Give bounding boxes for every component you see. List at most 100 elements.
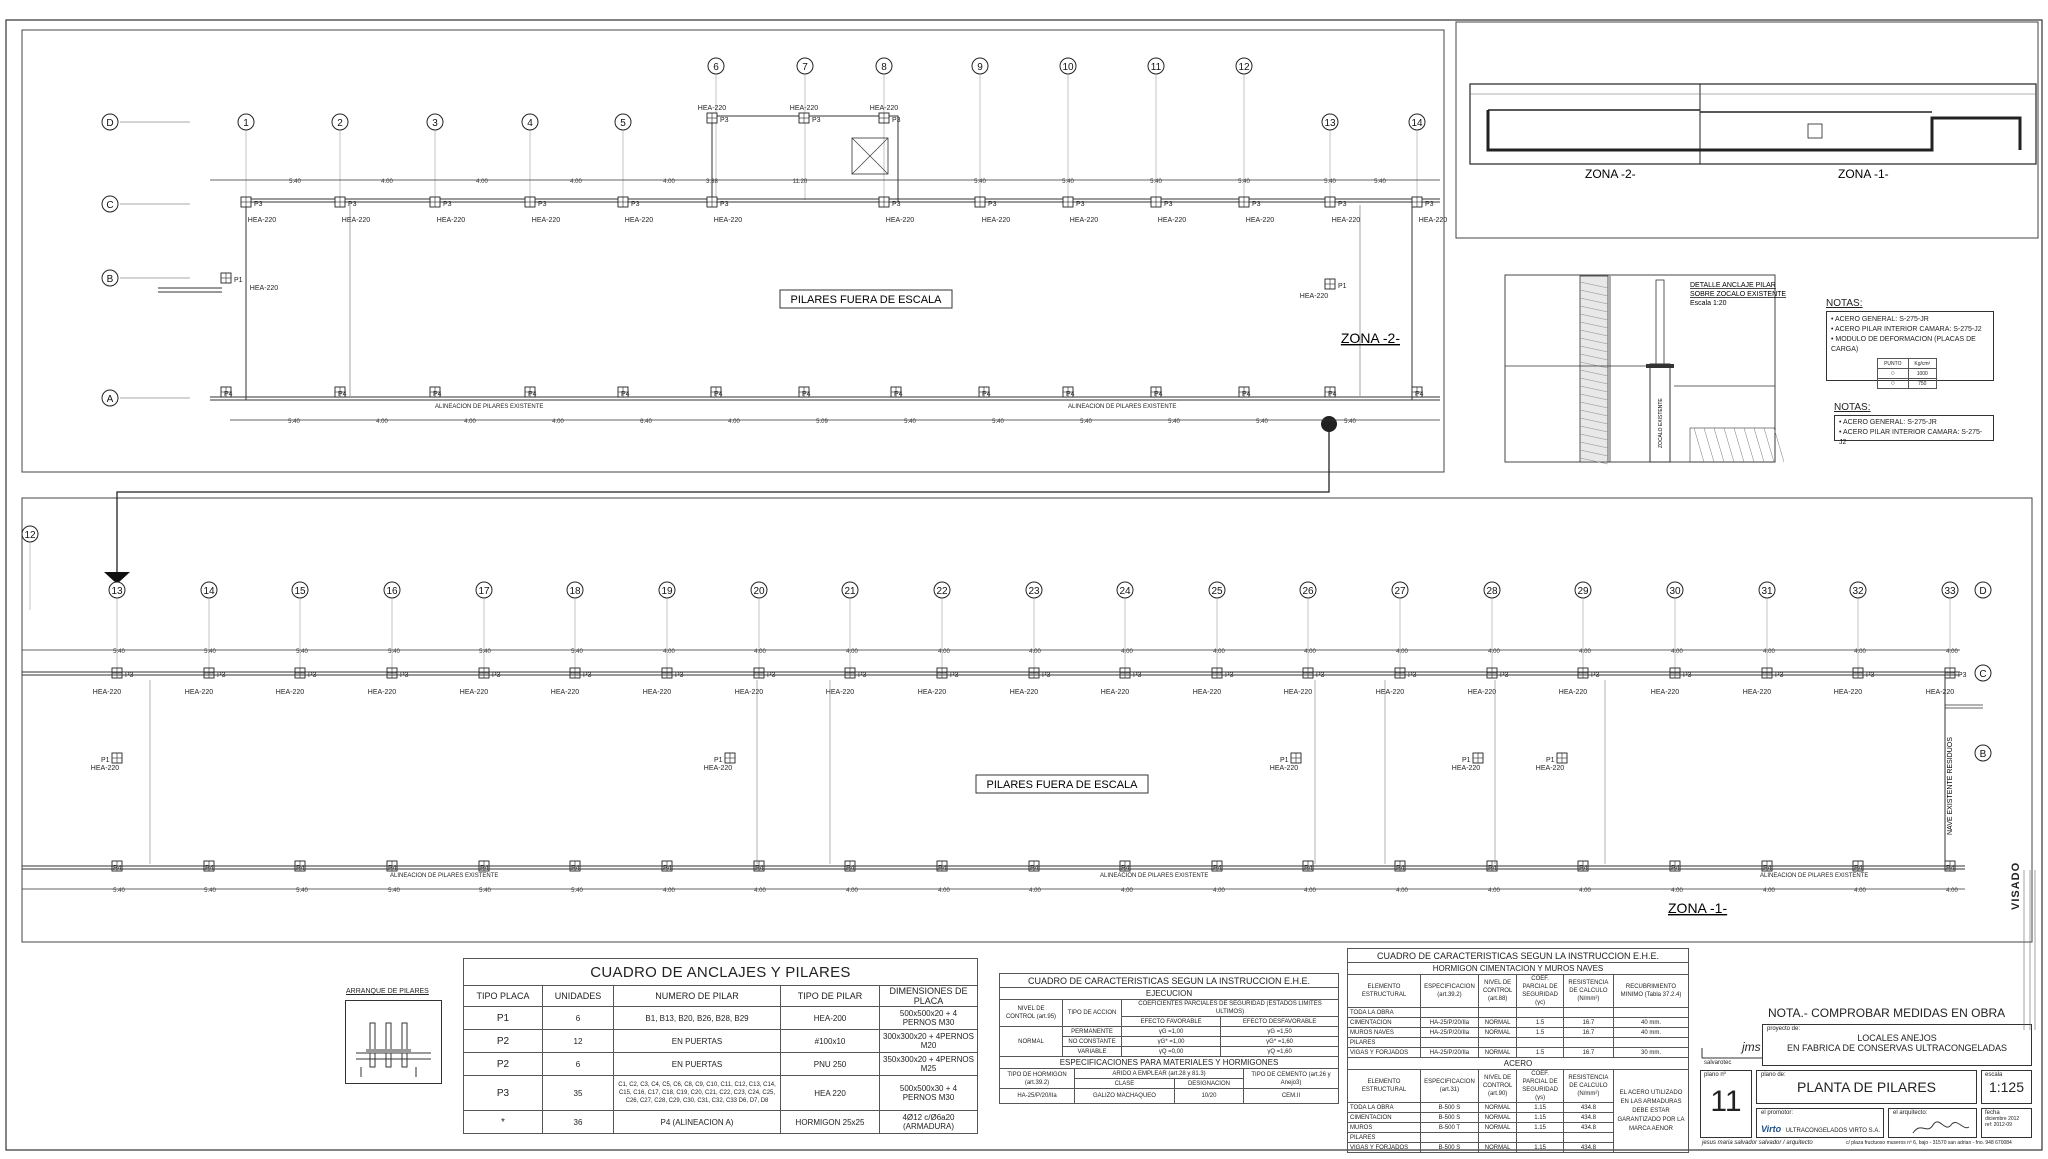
dimension-text: 4.00 [1304,888,1316,894]
ehe1-col-desig: DESIGNACION [1173,1078,1245,1089]
profile-label: HEA-220 [1101,689,1130,696]
zone2-panel [21,29,1445,473]
alignment-label: ALINEACION DE PILARES EXISTENTE [435,404,543,410]
dimension-text: 4.00 [1854,888,1866,894]
dimension-text: 4.00 [1488,888,1500,894]
project-label: proyecto de: [1767,1026,1801,1032]
pillar-tag: P3 [1338,201,1347,208]
notes-1-title: NOTAS: [1826,298,1863,309]
dimension-text: 4.00 [728,419,740,425]
pillar-tag: P3 [812,117,821,124]
ehe-table-1: CUADRO DE CARACTERISTICAS SEGUN LA INSTR… [999,973,1339,1069]
key-room [1807,123,1823,139]
axis-label: 6 [713,62,719,73]
hatch [1579,385,1609,393]
hatch [1579,401,1609,409]
axis-label: 1 [243,118,249,129]
anchors-col-dimensiones: DIMENSIONES DE PLACA [879,985,978,1007]
hatch [1579,281,1609,289]
pillar-tag: P1 [1462,757,1471,764]
visado-lines [2023,870,2036,1030]
pillar-section [1655,279,1665,367]
dimension-text: 4.00 [663,649,675,655]
drawing-title-cell: plano de: PLANTA DE PILARES [1756,1070,1977,1104]
ehe-table-2: CUADRO DE CARACTERISTICAS SEGUN LA INSTR… [1347,948,1689,1153]
dimension-text: 4.00 [846,649,858,655]
axis-bubble [1974,664,1992,682]
profile-label: HEA-220 [368,689,397,696]
zone-link-dot [1321,416,1337,432]
ehe1-col-clase: CLASE [1074,1078,1175,1089]
zone1-out-of-scale-box [975,774,1149,794]
zone-link-line [116,424,1330,572]
profile-label: HEA-220 [342,217,371,224]
date-cell: fecha diciembre 2012 ref: 2012-09 [1981,1108,2032,1138]
detail-scale: Escala 1:20 [1690,300,1727,307]
dimension-text: 4.00 [938,649,950,655]
profile-label: HEA-220 [276,689,305,696]
dimension-text: 5.40 [571,649,583,655]
profile-label: HEA-220 [826,689,855,696]
pillar-tag: P3 [1252,201,1261,208]
sheet-number-label: plano nº [1704,1072,1726,1078]
dimension-text: 4.00 [663,179,675,185]
profile-label: HEA-220 [437,217,466,224]
axis-label: 4 [527,118,533,129]
dimension-text: 5.40 [288,419,300,425]
pillar-tag: P1 [101,757,110,764]
pillar-tag: P1 [714,757,723,764]
ehe1-ejecucion: EJECUCION [999,987,1339,1000]
promoter-cell: el promotor: Virto ULTRACONGELADOS VIRTO… [1756,1108,1884,1138]
dimension-text: 5.40 [388,888,400,894]
axis-label: 15 [294,586,306,597]
pillar-tag: P3 [892,117,901,124]
pillar-tag: P1 [1280,757,1289,764]
axis-label: D [106,118,113,129]
zone1-label: ZONA -1- [1668,900,1727,916]
axis-label: 9 [977,62,983,73]
profile-label: HEA-220 [1452,765,1481,772]
zone1-grid: 1213P3HEA-220P414P3HEA-220P415P3HEA-220P… [21,525,1992,894]
hatch [1579,393,1609,401]
dimension-text: 4.00 [1029,649,1041,655]
profile-label: HEA-220 [1926,689,1955,696]
logo-text: jms [1742,1040,1761,1054]
dimension-text: 5.40 [1150,179,1162,185]
dimension-text: 5.40 [296,649,308,655]
zone-link-arrow [104,572,130,584]
pillar-tag: P4 [338,391,347,398]
profile-label: HEA-220 [1332,217,1361,224]
axis-label: 30 [1669,586,1681,597]
dimension-text: 4.00 [1763,888,1775,894]
profile-label: HEA-220 [1834,689,1863,696]
axis-label: 32 [1852,586,1864,597]
profile-label: HEA-220 [1468,689,1497,696]
hatch [1579,441,1609,449]
dimension-text: 5.40 [1168,419,1180,425]
dimension-text: 4.00 [938,888,950,894]
zone2-label: ZONA -2- [1341,330,1400,346]
scale-cell: escala 1:125 [1981,1070,2032,1104]
dimension-text: 4.00 [1488,649,1500,655]
zone1-out-of-scale-note: PILARES FUERA DE ESCALA [987,779,1139,791]
sheet-number-cell: plano nº 11 [1700,1070,1752,1138]
dimension-text: 5.40 [296,888,308,894]
alignment-label: ALINEACION DE PILARES EXISTENTE [1100,873,1208,879]
hatch [1579,361,1609,369]
dimension-text: 4.00 [1671,888,1683,894]
profile-label: HEA-220 [1376,689,1405,696]
hatch [1579,329,1609,337]
detail-wall-label: ZOCALO EXISTENTE [1658,398,1664,448]
pillar-tag: P3 [1164,201,1173,208]
axis-label: D [1979,586,1986,597]
ehe1-title: CUADRO DE CARACTERISTICAS SEGUN LA INSTR… [999,973,1339,988]
ehe1-col-arido: ARIDO A EMPLEAR (art.28 y 81.3) [1074,1068,1244,1079]
